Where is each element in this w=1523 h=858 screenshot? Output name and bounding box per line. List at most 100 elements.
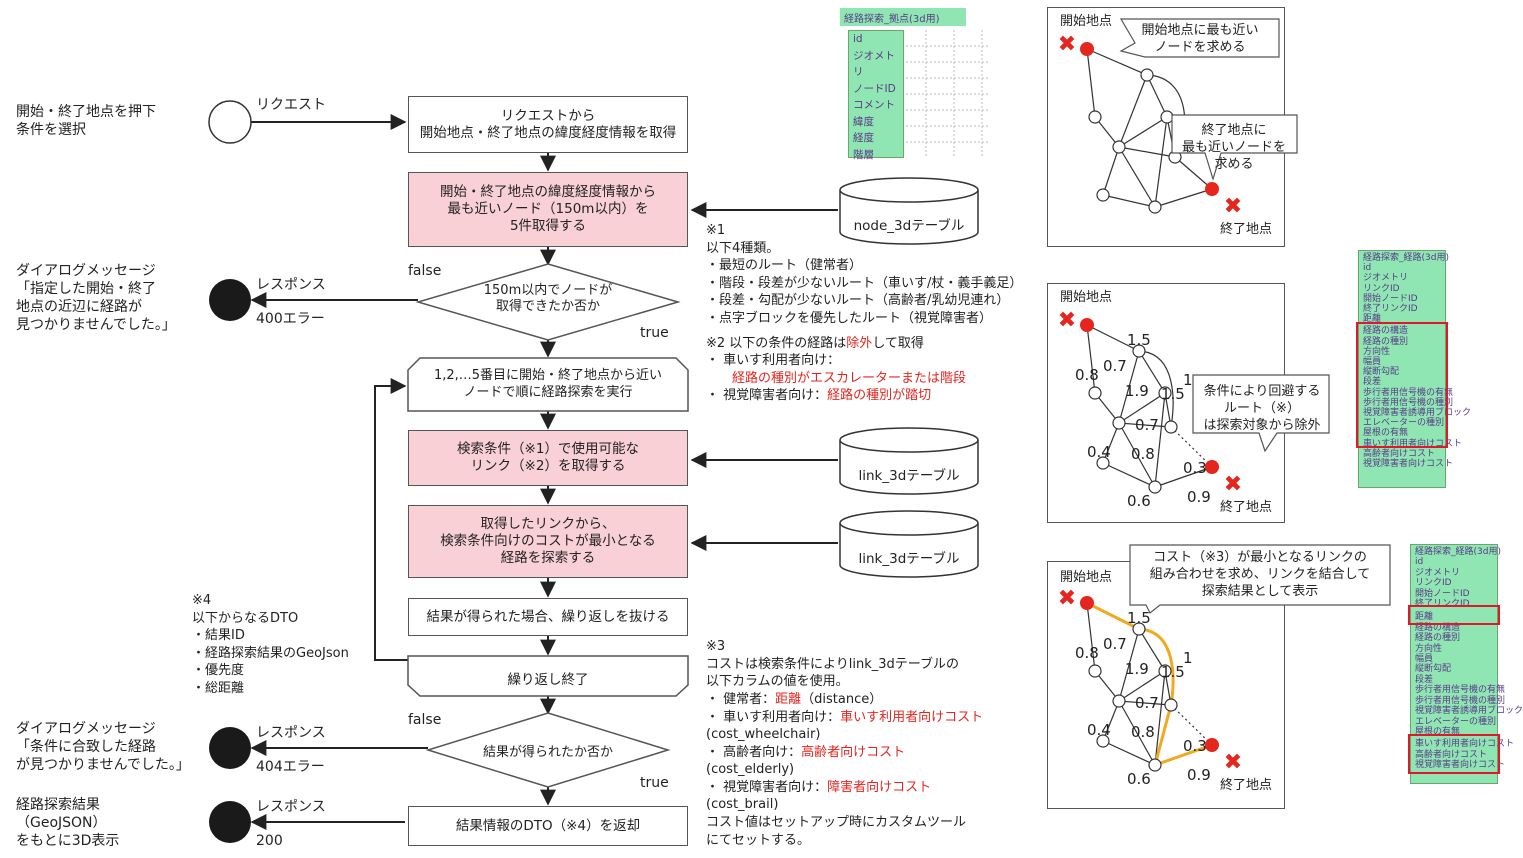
link-table-2-mid-col-5: 段差 xyxy=(1415,674,1434,685)
db-link-3d-2: link_3dテーブル xyxy=(858,551,960,567)
link-table-1-hl-col-6: 歩行者用信号機の有無 xyxy=(1363,387,1454,398)
link-table-1-hl-col-1: 経路の種別 xyxy=(1363,336,1409,347)
step-exit-loop: 結果が得られた場合、繰り返しを抜ける xyxy=(408,598,688,636)
map-graph-1: ✖ ✖ xyxy=(1058,18,1298,219)
map3-edge-weight-3: 1.9 xyxy=(1125,660,1149,678)
dialog-message-1: ダイアログメッセージ 「指定した開始・終了 地点の近辺に経路が 見つかりませんで… xyxy=(16,263,176,333)
map3-edge-weight-9: 0.3 xyxy=(1183,737,1207,755)
optimal-route xyxy=(1086,601,1213,767)
link-table-2-mid-col-7: 歩行者用信号機の種別 xyxy=(1415,695,1506,706)
link-table-1-highlight-box xyxy=(1356,322,1448,448)
link-table-1-hl-col-7: 歩行者用信号機の種別 xyxy=(1363,397,1454,408)
link-table-2-col-0: id xyxy=(1415,557,1424,568)
link-table-1-col-2: リンクID xyxy=(1363,283,1400,294)
map2-start-label: 開始地点 xyxy=(1060,290,1113,305)
note-3-wheelchair-col: (cost_wheelchair) xyxy=(706,727,821,742)
link-table-1-hl-col-5: 段差 xyxy=(1363,377,1382,388)
loop-start: 1,2,…5番目に開始・終了地点から近い ノードで順に経路探索を実行 xyxy=(433,368,663,400)
callout-nearest-end: 終了地点に 最も近いノードを 求める xyxy=(1181,123,1286,172)
node-table-pk: id xyxy=(853,33,863,45)
map2-edge-weight-5: 1.5 xyxy=(1161,385,1185,403)
map2-edge-weight-0: 1.5 xyxy=(1127,331,1151,349)
link-table-2-mid-col-6: 歩行者用信号機の有無 xyxy=(1415,685,1506,696)
link-table-2-mid-col-2: 方向性 xyxy=(1415,643,1443,654)
false-label-1: false xyxy=(408,263,442,279)
note-3-visual: ・ 視覚障害者向け：障害者向けコスト xyxy=(706,780,932,795)
link-table-1-col-5: 距離 xyxy=(1363,314,1382,325)
link-table-2-mid-col-0: 経路の構造 xyxy=(1415,622,1461,633)
callout-result: コスト（※3）が最小となるリンクの 組み合わせを求め、リンクを結合して 探索結果… xyxy=(1149,550,1371,599)
link-table-1-col-4: 終了リンクID xyxy=(1363,304,1418,315)
link-table-1-hl-col-8: 視覚障害者誘導用ブロック xyxy=(1363,408,1472,419)
link-table-2-mid-col-3: 幅員 xyxy=(1415,654,1434,665)
db-node-3d: node_3dテーブル xyxy=(853,218,965,234)
node-table-grid xyxy=(906,30,990,158)
map2-edge-weight-11: 0.9 xyxy=(1187,488,1211,506)
map3-edge-weight-8: 0.8 xyxy=(1131,723,1155,741)
node-table-col-5: 階層 xyxy=(853,148,874,161)
node-table-title: 経路探索_拠点(3d用) xyxy=(840,8,966,26)
map2-edge-weight-9: 0.3 xyxy=(1183,459,1207,477)
map3-edge-weight-2: 0.8 xyxy=(1075,644,1099,662)
link-table-1-hl-col-3: 幅員 xyxy=(1363,357,1382,368)
link-table-1-title: 経路探索_経路(3d用) xyxy=(1363,253,1449,263)
step-get-latlon: リクエストから 開始地点・終了地点の緯度経度情報を取得 xyxy=(408,96,688,153)
map1-start-label: 開始地点 xyxy=(1060,14,1113,29)
map2-edge-weight-1: 0.7 xyxy=(1103,357,1127,375)
link-table-2-col-1: ジオメトリ xyxy=(1415,567,1461,578)
map2-end-label: 終了地点 xyxy=(1220,500,1273,515)
db-link-3d-1: link_3dテーブル xyxy=(858,468,960,484)
link-table-1-highlight-columns: 経路の構造経路の種別方向性幅員縦断勾配段差歩行者用信号機の有無歩行者用信号機の種… xyxy=(1363,326,1472,438)
map2-edge-weight-10: 0.6 xyxy=(1127,492,1151,510)
node-table-col-1: ノードID xyxy=(853,82,896,95)
link-table-1-col-3: 開始ノードID xyxy=(1363,293,1418,304)
dialog-message-2: ダイアログメッセージ 「条件に合致した経路 が見つかりませんでした。」 xyxy=(16,721,190,773)
decision-nodes-found: 150m以内でノードが 取得できたか否か xyxy=(483,283,613,314)
link-table-2-mid-col-4: 縦断勾配 xyxy=(1415,664,1452,675)
link-table-2-col-4: 終了リンクID xyxy=(1415,599,1470,610)
note-2-wheelchair-rule: 経路の種別がエスカレーターまたは階段 xyxy=(732,371,967,386)
step-get-links: 検索条件（※1）で使用可能な リンク（※2）を取得する xyxy=(408,430,688,486)
map3-edge-weight-10: 0.6 xyxy=(1127,770,1151,788)
link-table-2-mid-col-9: エレベーターの種別 xyxy=(1415,716,1497,727)
svg-text:✖: ✖ xyxy=(1058,32,1076,57)
map3-edge-weight-1: 0.7 xyxy=(1103,635,1127,653)
note-3-visual-col: (cost_brail) xyxy=(706,797,779,812)
note-3-elderly: ・ 高齢者向け：高齢者向けコスト xyxy=(706,745,906,760)
true-label-2: true xyxy=(640,775,669,791)
error-404-label: 404エラー xyxy=(256,759,325,775)
link-table-1-cost-columns: 車いす利用者向けコスト高齢者向けコスト視覚障害者向けコスト xyxy=(1363,438,1463,470)
note-3-wheelchair: ・ 車いす利用者向け：車いす利用者向けコスト xyxy=(706,710,984,725)
map3-edge-weight-0: 1.5 xyxy=(1127,609,1151,627)
svg-text:✖: ✖ xyxy=(1058,586,1076,611)
link-table-2-cost-col-2: 視覚障害者向けコスト xyxy=(1415,760,1506,771)
link-table-2-mid-col-8: 視覚障害者誘導用ブロック xyxy=(1415,706,1523,717)
callout-nearest-start: 開始地点に最も近い ノードを求める xyxy=(1141,23,1259,55)
link-table-2-cost-col-1: 高齢者向けコスト xyxy=(1415,749,1488,760)
link-table-1-hl-col-2: 方向性 xyxy=(1363,346,1391,357)
map3-edge-weight-11: 0.9 xyxy=(1187,766,1211,784)
note-2-line1: ※2 以下の条件の経路は除外して取得 xyxy=(706,336,924,351)
result-label: 経路探索結果 （GeoJSON） をもとに3D表示 xyxy=(16,797,120,849)
status-200-label: 200 xyxy=(256,833,283,849)
note-3-elderly-col: (cost_elderly) xyxy=(706,762,795,777)
callout-result-bubble xyxy=(1129,544,1391,614)
link-table-2-title: 経路探索_経路(3d用) xyxy=(1415,547,1501,557)
request-label: リクエスト xyxy=(256,97,326,113)
link-table-1-hl-col-0: 経路の構造 xyxy=(1363,326,1409,337)
note-3-healthy: ・ 健常者：距離（distance） xyxy=(706,692,883,707)
link-table-1-col-0: id xyxy=(1363,263,1372,274)
link-table-2-distance-highlight xyxy=(1408,605,1500,625)
link-table-1-cost-col-0: 車いす利用者向けコスト xyxy=(1363,438,1463,449)
callout-exclusion: 条件により回避する ルート（※） は探索対象から除外 xyxy=(1203,384,1321,433)
note-2-wheelchair: ・ 車いす利用者向け： xyxy=(706,353,841,368)
map2-edge-weight-7: 0.4 xyxy=(1087,443,1111,461)
response-label-1: レスポンス xyxy=(256,277,326,293)
svg-text:✖: ✖ xyxy=(1058,308,1076,333)
